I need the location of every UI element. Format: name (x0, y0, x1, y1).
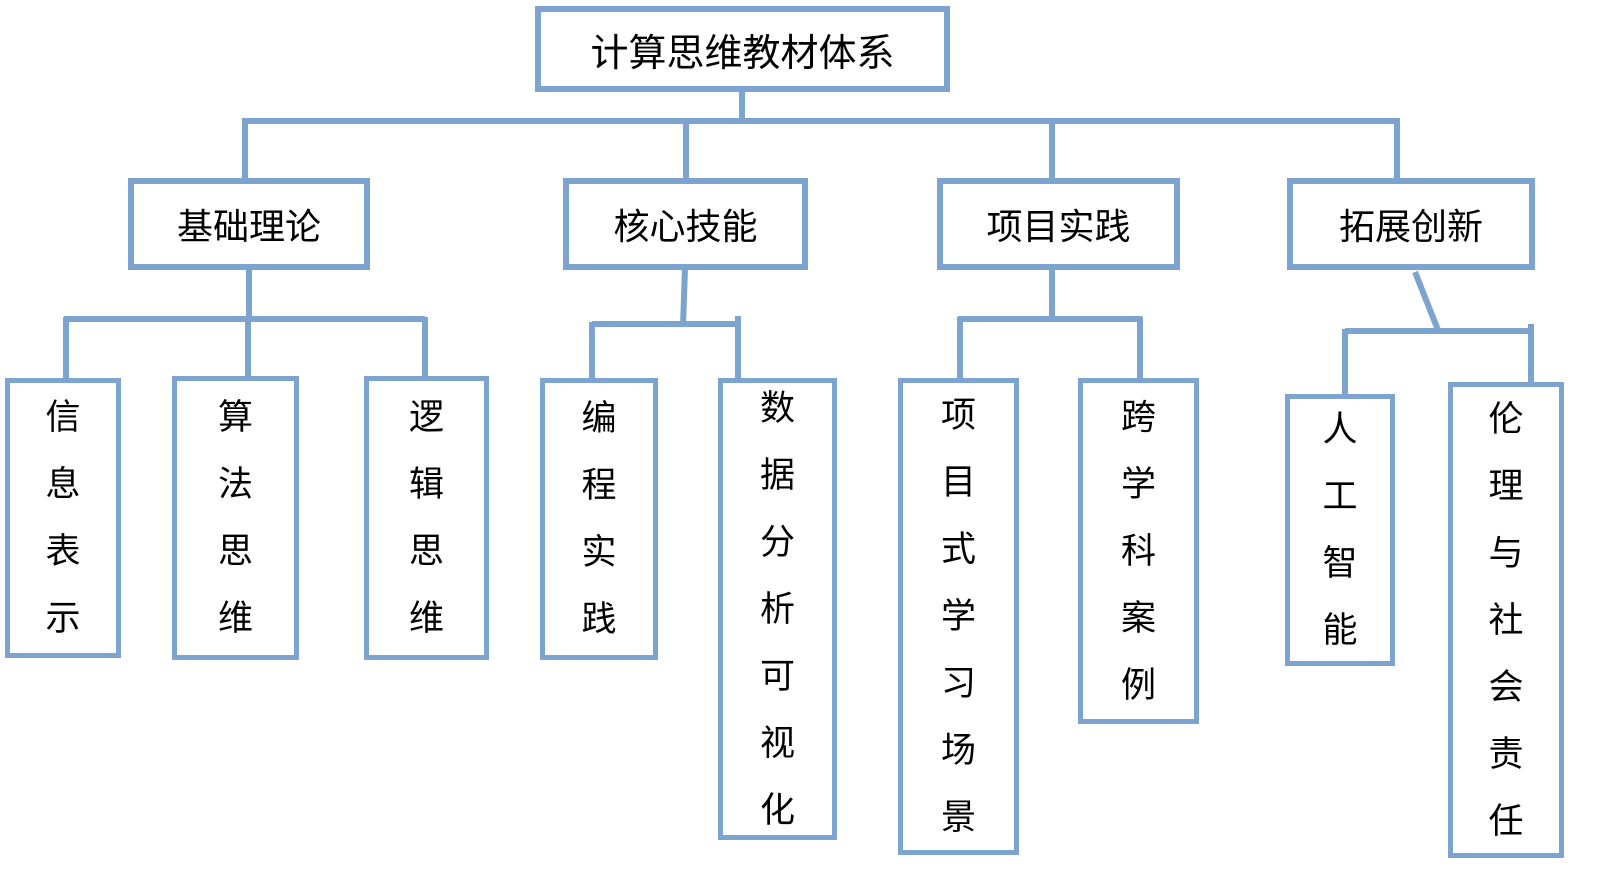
leaf-ethics-social-responsibility: 伦理与社会责任 (1448, 382, 1564, 858)
connector-innovation-group (1342, 270, 1534, 398)
node-basic-theory-label: 基础理论 (176, 206, 321, 247)
node-root-label: 计算思维教材体系 (590, 32, 895, 75)
leaf-artificial-intelligence-label: 人工智能 (1322, 410, 1358, 650)
connector-root-to-branches (242, 92, 1400, 180)
leaf-information-representation: 信息表示 (5, 378, 121, 658)
node-project-practice-label: 项目实践 (986, 206, 1131, 247)
leaf-algorithmic-thinking-label: 算法思维 (217, 398, 253, 638)
leaf-ethics-social-responsibility-label: 伦理与社会责任 (1488, 399, 1524, 841)
leaf-project-based-learning-scenarios-label: 项目式学习场景 (940, 396, 976, 837)
node-innovation: 拓展创新 (1287, 178, 1535, 270)
leaf-interdisciplinary-cases-label: 跨学科案例 (1120, 397, 1156, 705)
node-core-skills: 核心技能 (563, 178, 808, 270)
node-project-practice: 项目实践 (937, 178, 1180, 270)
connector-project-practice-group (957, 268, 1143, 380)
leaf-data-analysis-visualization-label: 数据分析可视化 (759, 388, 795, 830)
leaf-logical-thinking-label: 逻辑思维 (408, 398, 444, 638)
connector-core-skills-group (589, 267, 741, 380)
leaf-interdisciplinary-cases: 跨学科案例 (1078, 378, 1199, 724)
leaf-information-representation-label: 信息表示 (45, 398, 81, 638)
leaf-logical-thinking: 逻辑思维 (364, 376, 489, 660)
connector-basic-theory-group (63, 268, 428, 380)
leaf-data-analysis-visualization: 数据分析可视化 (718, 378, 837, 840)
node-innovation-label: 拓展创新 (1338, 206, 1483, 247)
leaf-project-based-learning-scenarios: 项目式学习场景 (898, 378, 1019, 855)
node-root: 计算思维教材体系 (535, 6, 950, 92)
node-basic-theory: 基础理论 (128, 178, 370, 270)
leaf-programming-practice-label: 编程实践 (581, 399, 617, 639)
leaf-programming-practice: 编程实践 (540, 378, 658, 660)
leaf-artificial-intelligence: 人工智能 (1285, 394, 1395, 666)
node-core-skills-label: 核心技能 (613, 206, 758, 247)
leaf-algorithmic-thinking: 算法思维 (172, 376, 299, 660)
